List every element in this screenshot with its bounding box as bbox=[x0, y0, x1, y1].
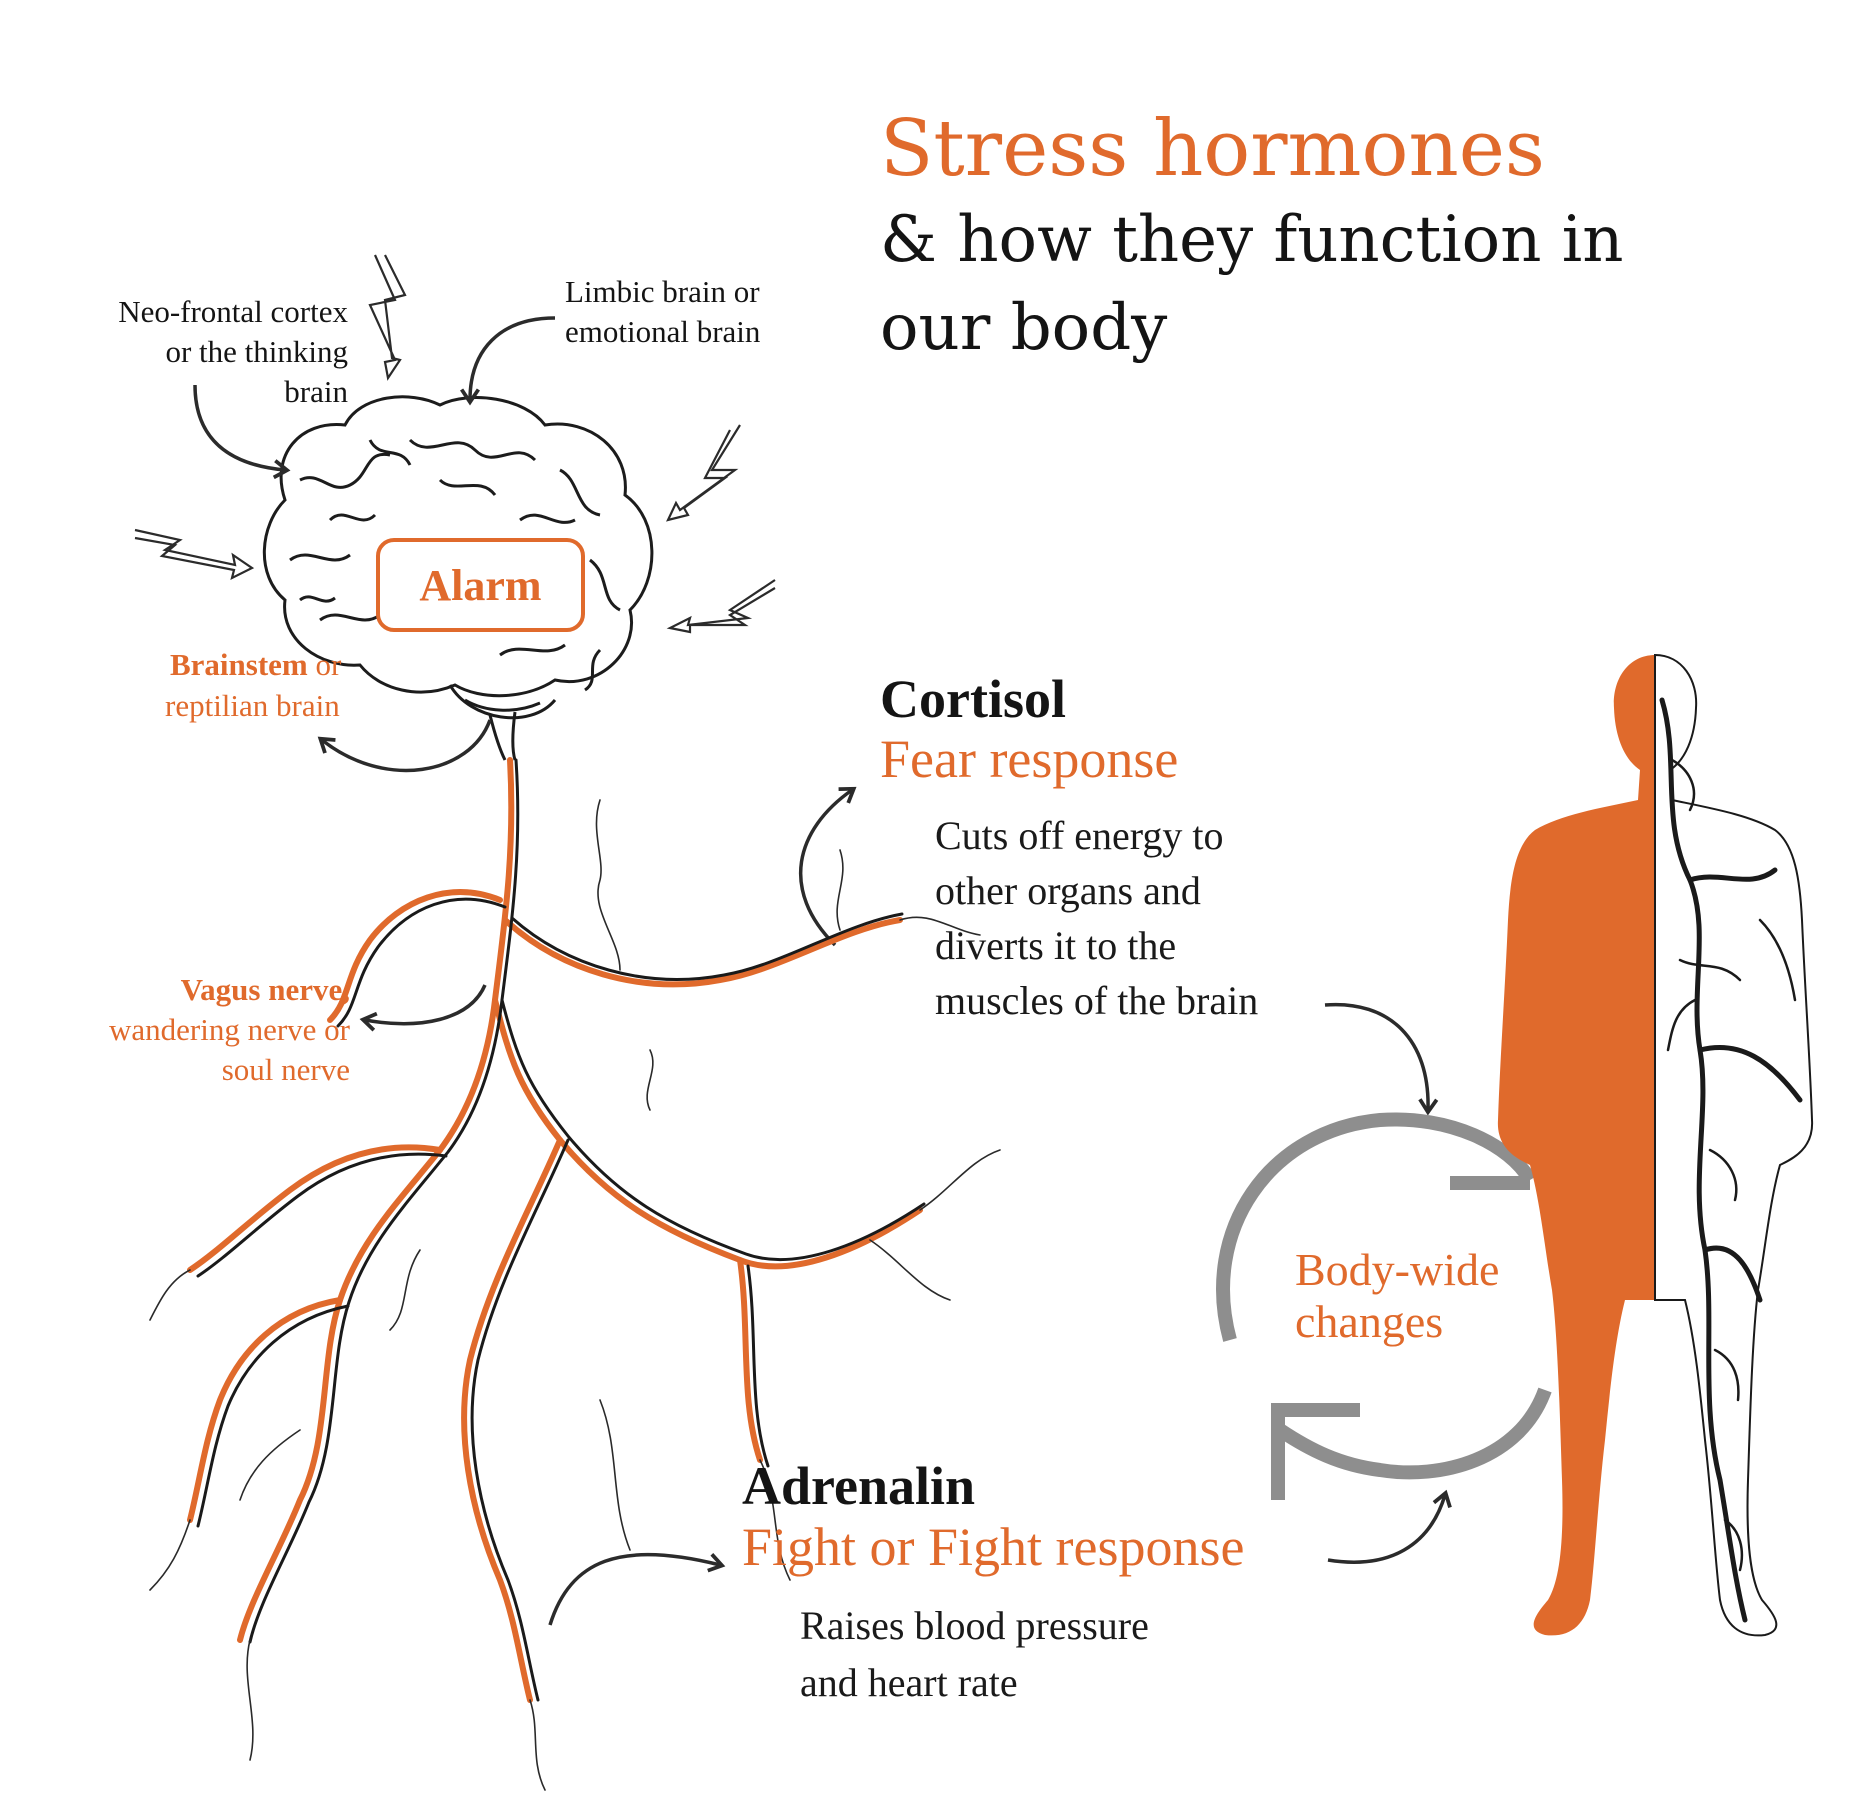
vagus-label-2: wandering nerve or bbox=[108, 1012, 350, 1047]
limbic-label-2: emotional brain bbox=[565, 314, 761, 349]
neo-frontal-label-1: Neo-frontal cortex bbox=[118, 294, 348, 329]
cortisol-desc-4: muscles of the brain bbox=[935, 978, 1259, 1023]
human-figure-icon bbox=[1497, 653, 1814, 1637]
limbic-label-1: Limbic brain or bbox=[565, 274, 760, 309]
callout-arrows bbox=[193, 316, 1452, 1626]
adrenalin-response: Fight or Fight response bbox=[742, 1517, 1245, 1577]
adrenalin-desc-1: Raises blood pressure bbox=[800, 1603, 1149, 1648]
cortisol-desc-3: diverts it to the bbox=[935, 923, 1177, 968]
cortisol-desc-2: other organs and bbox=[935, 868, 1201, 913]
neo-frontal-label-2: or the thinking bbox=[165, 334, 348, 369]
brain-icon bbox=[262, 395, 654, 761]
brainstem-label-2: reptilian brain bbox=[165, 688, 340, 723]
cortisol-desc-1: Cuts off energy to bbox=[935, 813, 1224, 858]
brainstem-label-1: Brainstem or bbox=[170, 645, 341, 685]
cycle-arrows bbox=[1216, 1112, 1552, 1500]
neo-frontal-label-3: brain bbox=[284, 374, 348, 409]
brainstem-bold: Brainstem bbox=[170, 647, 308, 682]
cycle-label-1: Body-wide bbox=[1295, 1244, 1500, 1295]
title-line-1: Stress hormones bbox=[880, 104, 1545, 194]
adrenalin-desc-2: and heart rate bbox=[800, 1660, 1018, 1705]
vagus-label-1: Vagus nerve, bbox=[180, 972, 350, 1007]
alarm-box bbox=[376, 538, 585, 632]
cortisol-response: Fear response bbox=[880, 729, 1179, 789]
vagus-label-3: soul nerve bbox=[221, 1052, 350, 1087]
nerve-tree bbox=[149, 757, 1001, 1791]
lightning-arrows bbox=[134, 254, 776, 634]
brainstem-rest: or bbox=[307, 647, 342, 682]
adrenalin-heading: Adrenalin bbox=[742, 1456, 976, 1516]
title-line-2: & how they function in bbox=[880, 203, 1624, 277]
cortisol-heading: Cortisol bbox=[880, 669, 1066, 729]
alarm-label: Alarm bbox=[419, 560, 542, 610]
cycle-label-2: changes bbox=[1295, 1296, 1444, 1347]
title-line-3: our body bbox=[880, 291, 1168, 365]
